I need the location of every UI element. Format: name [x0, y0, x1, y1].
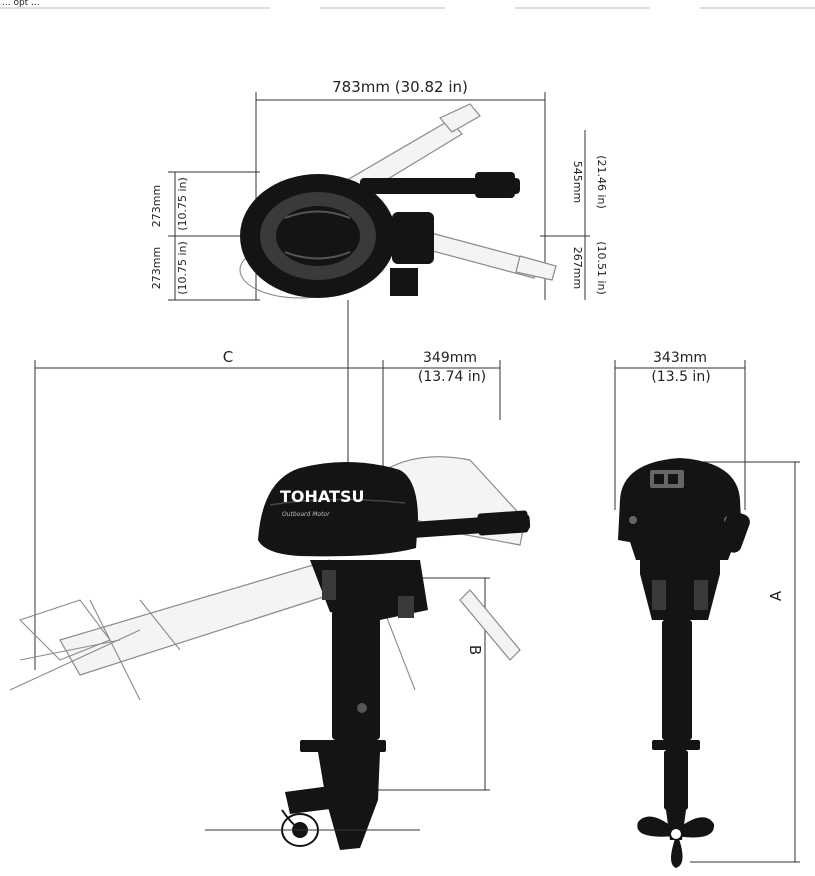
front-engine [618, 458, 750, 868]
dim-label-b: B [466, 645, 484, 655]
top-view: 783mm (30.82 in) 273mm (10.75 in) 273mm … [150, 78, 608, 470]
dim-top-left-upper: 273mm [150, 185, 163, 227]
top-engine-cowl [240, 172, 520, 298]
dim-top-right-lower: 267mm [571, 247, 584, 289]
side-engine: TOHATSU Outboard Motor [205, 461, 531, 850]
header-strip: ... opt ... [0, 0, 815, 9]
dim-side-depth: 349mm [423, 350, 477, 366]
dim-side-depth-in: (13.74 in) [418, 369, 486, 385]
dim-top-right-upper-in: (21.46 in) [595, 155, 608, 209]
brand-logo: TOHATSU [280, 487, 364, 506]
header-fragment: ... opt ... [2, 0, 40, 8]
dim-front-width: 343mm [653, 350, 707, 366]
dim-label-c: C [223, 348, 233, 366]
side-propeller [281, 809, 319, 847]
brand-sub: Outboard Motor [282, 511, 330, 518]
dim-label-a: A [767, 590, 785, 601]
dim-top-left-upper-in: (10.75 in) [176, 177, 189, 231]
side-view: C 349mm (13.74 in) B TOHATSU [9, 348, 531, 850]
dim-top-left-lower: 273mm [150, 247, 163, 289]
dim-top-right-lower-in: (10.51 in) [595, 241, 608, 295]
front-propeller [637, 816, 715, 868]
dim-top-right-upper: 545mm [571, 161, 584, 203]
front-view: 343mm (13.5 in) A [614, 350, 800, 868]
dim-top-width: 783mm (30.82 in) [332, 78, 468, 96]
dim-front-width-in: (13.5 in) [651, 369, 710, 385]
dim-top-left-lower-in: (10.75 in) [176, 241, 189, 295]
